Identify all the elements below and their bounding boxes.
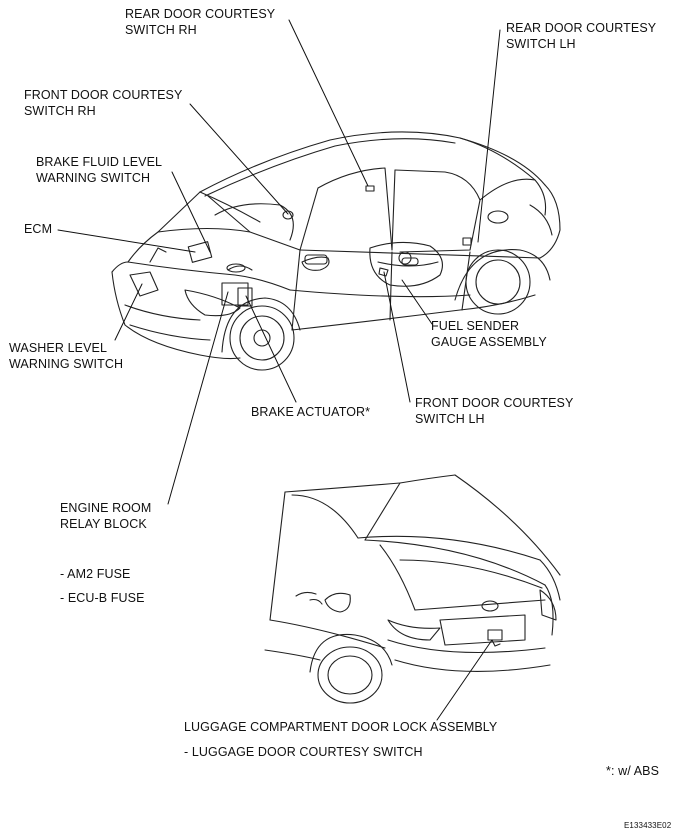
rear-car-drawing xyxy=(264,474,561,704)
label-front-door-courtesy-rh: FRONT DOOR COURTESY SWITCH RH xyxy=(24,88,183,118)
label-fuel-sender-gauge-assembly: FUEL SENDER GAUGE ASSEMBLY xyxy=(431,319,547,349)
leader-ecm xyxy=(57,229,196,253)
label-brake-fluid-level-warning-switch: BRAKE FLUID LEVEL WARNING SWITCH xyxy=(36,155,163,185)
label-rear-door-courtesy-rh: REAR DOOR COURTESY SWITCH RH xyxy=(125,7,276,37)
leader-rear-door-lh xyxy=(477,29,501,243)
label-front-door-courtesy-lh: FRONT DOOR COURTESY SWITCH LH xyxy=(415,396,574,426)
label-luggage-compartment-door-lock: LUGGAGE COMPARTMENT DOOR LOCK ASSEMBLY xyxy=(184,720,498,734)
leader-relay-block xyxy=(167,291,229,505)
label-engine-room-relay-block: ENGINE ROOM RELAY BLOCK xyxy=(60,501,152,531)
leader-brake-actuator xyxy=(245,295,297,403)
label-brake-actuator: BRAKE ACTUATOR* xyxy=(251,405,371,419)
leader-front-door-rh xyxy=(189,103,289,215)
label-ecm: ECM xyxy=(24,222,53,236)
leader-washer xyxy=(114,283,143,341)
leader-luggage-lock xyxy=(436,639,493,721)
label-luggage-door-courtesy-switch: - LUGGAGE DOOR COURTESY SWITCH xyxy=(184,745,423,759)
leader-rear-door-rh xyxy=(288,19,369,187)
label-ecu-b-fuse: - ECU-B FUSE xyxy=(60,591,145,605)
leader-fuel-sender xyxy=(401,279,433,325)
leader-brake-fluid xyxy=(171,171,211,253)
leader-front-door-lh xyxy=(383,271,411,403)
label-abs-note: *: w/ ABS xyxy=(606,764,660,778)
label-am2-fuse: - AM2 FUSE xyxy=(60,567,131,581)
label-washer-level-warning-switch: WASHER LEVEL WARNING SWITCH xyxy=(9,341,124,371)
figure-code: E133433E02 xyxy=(624,821,672,830)
leader-lines xyxy=(57,19,501,721)
label-rear-door-courtesy-lh: REAR DOOR COURTESY SWITCH LH xyxy=(506,21,657,51)
front-car-drawing xyxy=(111,131,561,371)
